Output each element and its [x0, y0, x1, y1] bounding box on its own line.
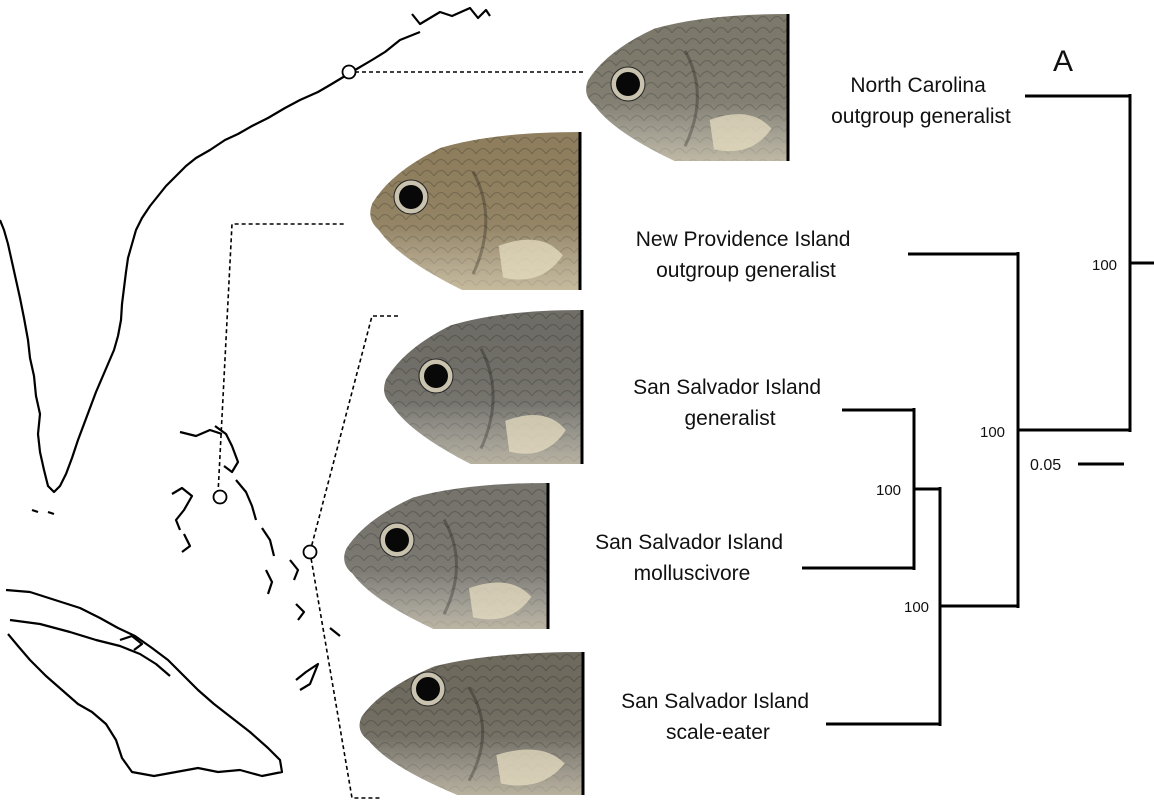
cuba-north-coast: [10, 620, 170, 676]
support-root: 100: [1092, 257, 1117, 274]
cuba-outline: [6, 590, 282, 776]
fish-head-north-carolina: [586, 14, 788, 161]
taxon-ssi-molluscivore-line1: San Salvador Island: [595, 531, 783, 554]
fish-head-ssi-scale-eater: [360, 652, 583, 795]
support-bahamas: 100: [980, 424, 1005, 441]
taxon-ssi-generalist-line2: generalist: [684, 407, 775, 430]
taxon-north-carolina-line2: outgroup generalist: [831, 105, 1011, 128]
support-ssi: 100: [904, 599, 929, 616]
panel-label: A: [1053, 45, 1073, 78]
taxon-new-providence-line2: outgroup generalist: [656, 259, 836, 282]
taxon-north-carolina-line1: North Carolina: [850, 74, 986, 97]
taxon-ssi-scale-eater-line2: scale-eater: [666, 721, 770, 744]
node-support-values: 100 100 100 100: [876, 257, 1117, 616]
taxon-ssi-molluscivore-line2: molluscivore: [634, 562, 751, 585]
taxon-ssi-scale-eater-line1: San Salvador Island: [621, 690, 809, 713]
taxon-ssi-generalist-line1: San Salvador Island: [633, 376, 821, 399]
fish-head-new-providence: [370, 132, 580, 290]
site-san-salvador: [304, 546, 317, 559]
taxon-new-providence-line1: New Providence Island: [636, 228, 851, 251]
taxon-labels: North Carolina outgroup generalist New P…: [595, 74, 1011, 744]
fish-head-ssi-generalist: [384, 310, 582, 464]
support-generalist-molluscivore: 100: [876, 482, 901, 499]
bahamas-islands: [32, 426, 340, 690]
fish-head-ssi-molluscivore: [344, 483, 548, 629]
scale-bar-label: 0.05: [1030, 457, 1061, 474]
site-north-carolina: [343, 66, 356, 79]
taxon-label-ssi-scale-eater: San Salvador Island scale-eater: [621, 690, 815, 744]
phylogeny-tree: [802, 94, 1154, 726]
taxon-label-ssi-molluscivore: San Salvador Island molluscivore: [595, 531, 789, 585]
taxon-label-new-providence: New Providence Island outgroup generalis…: [636, 228, 857, 282]
site-new-providence: [214, 491, 227, 504]
fish-heads: [344, 14, 788, 795]
taxon-label-ssi-generalist: San Salvador Island generalist: [633, 376, 827, 430]
taxon-label-north-carolina: North Carolina outgroup generalist: [831, 74, 1011, 128]
